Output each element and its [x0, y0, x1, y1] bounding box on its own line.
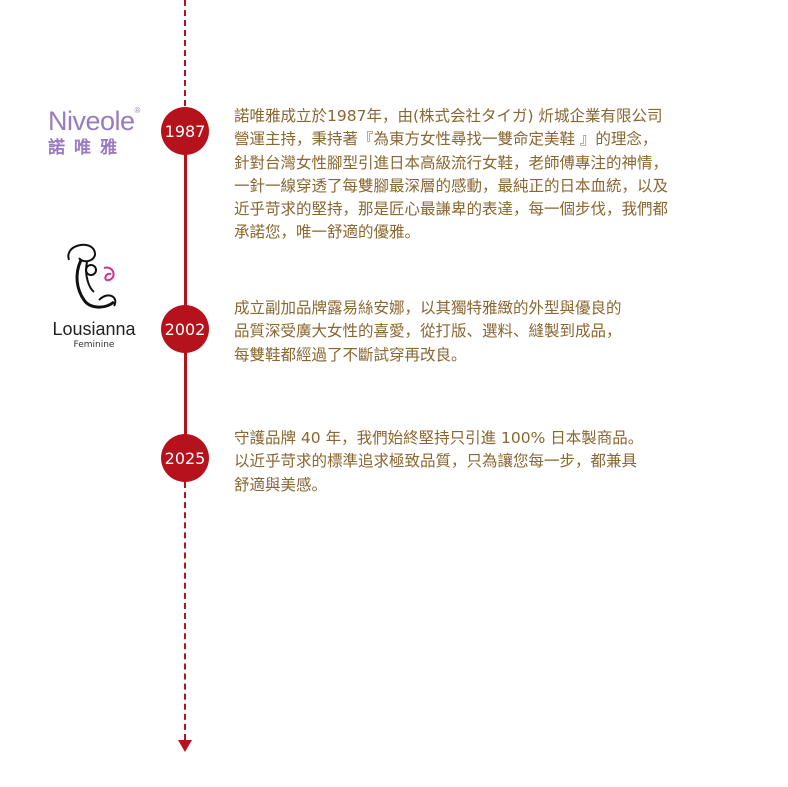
timeline-solid-line [184, 150, 187, 440]
lousianna-sub: Feminine [73, 340, 115, 350]
registered-mark: ® [134, 106, 141, 115]
description-2002: 成立副加品牌露易絲安娜，以其獨特雅緻的外型與優良的 品質深受廣大女性的喜愛，從打… [234, 299, 622, 364]
niveole-logo: Niveole® 諾唯雅 [48, 106, 140, 158]
description-2025: 守護品牌 40 年，我們始終堅持只引進 100% 日本製商品。 以近乎苛求的標準… [234, 429, 644, 494]
lousianna-logo: Lousianna Feminine [44, 240, 144, 350]
timeline-dashed-top [184, 0, 186, 106]
description-1987: 諾唯雅成立於1987年，由(株式会社タイガ) 炘城企業有限公司 營運主持，秉持著… [234, 107, 669, 242]
lousianna-brand: Lousianna [52, 319, 136, 339]
year-badge-2002: 2002 [161, 305, 209, 353]
arrow-down-icon [178, 740, 192, 752]
niveole-chinese: 諾唯雅 [48, 138, 126, 158]
timeline-dashed-bottom [184, 482, 186, 740]
year-badge-1987: 1987 [161, 107, 209, 155]
lady-hat-icon [67, 243, 117, 309]
year-badge-2025: 2025 [161, 434, 209, 482]
niveole-brand: Niveole [48, 106, 135, 136]
